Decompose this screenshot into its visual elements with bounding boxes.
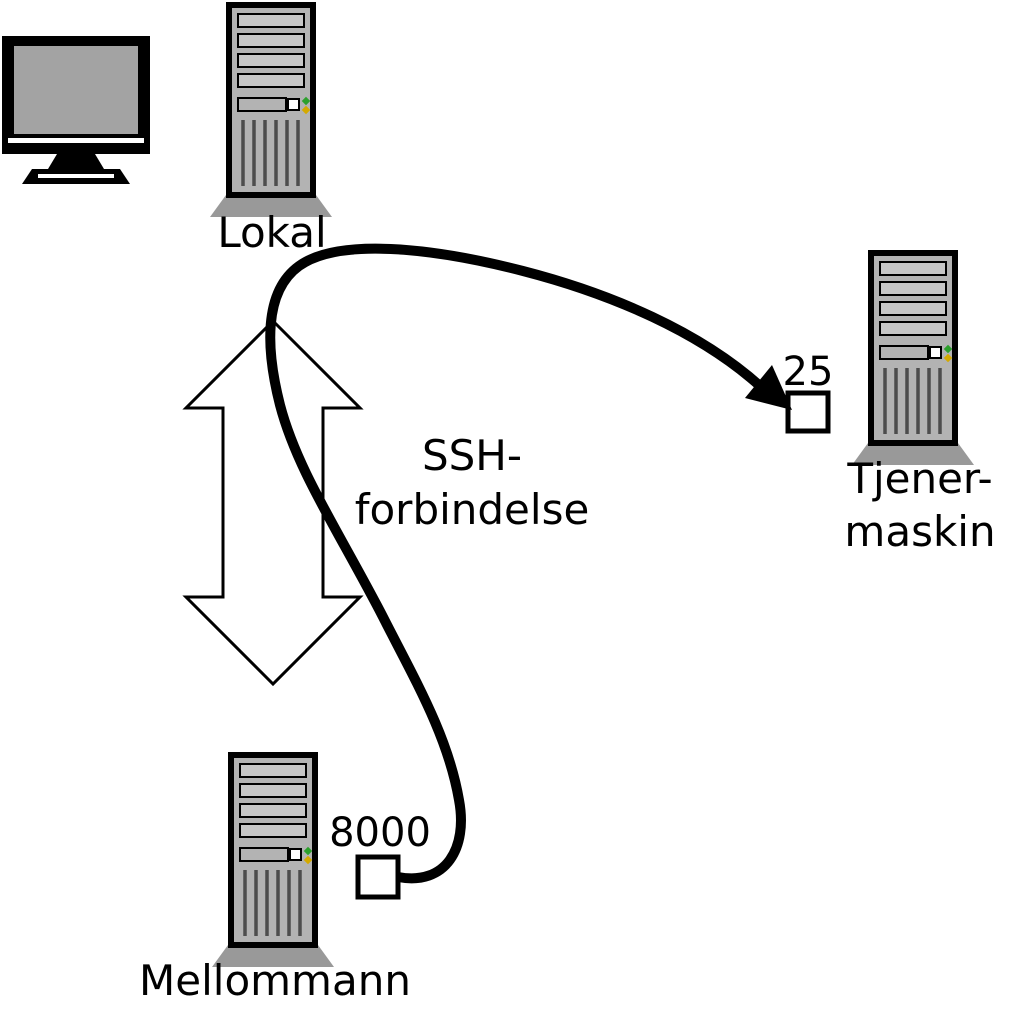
server-port-label: 25 — [783, 349, 834, 395]
computer-middleman: Mellommann 8000 — [139, 755, 431, 1005]
svg-text:forbindelse: forbindelse — [355, 485, 590, 534]
server-port-box — [785, 390, 831, 434]
ssh-connection-label: SSH- forbindelse — [355, 431, 590, 534]
server-label-line2: maskin — [844, 507, 995, 556]
svg-text:SSH-: SSH- — [422, 431, 522, 480]
monitor-icon — [2, 36, 150, 184]
computer-server: Tjener- maskin 25 — [783, 253, 996, 556]
middleman-label: Mellommann — [139, 956, 411, 1005]
tunnel-curve — [265, 243, 764, 884]
middleman-port-box — [355, 854, 401, 900]
double-arrow — [182, 318, 364, 687]
middleman-port-label: 8000 — [329, 810, 431, 856]
tunnel-arrowhead — [745, 365, 792, 410]
computer-local: Lokal — [210, 5, 332, 257]
server-label-line1: Tjener- — [846, 454, 992, 503]
local-label: Lokal — [217, 208, 326, 257]
